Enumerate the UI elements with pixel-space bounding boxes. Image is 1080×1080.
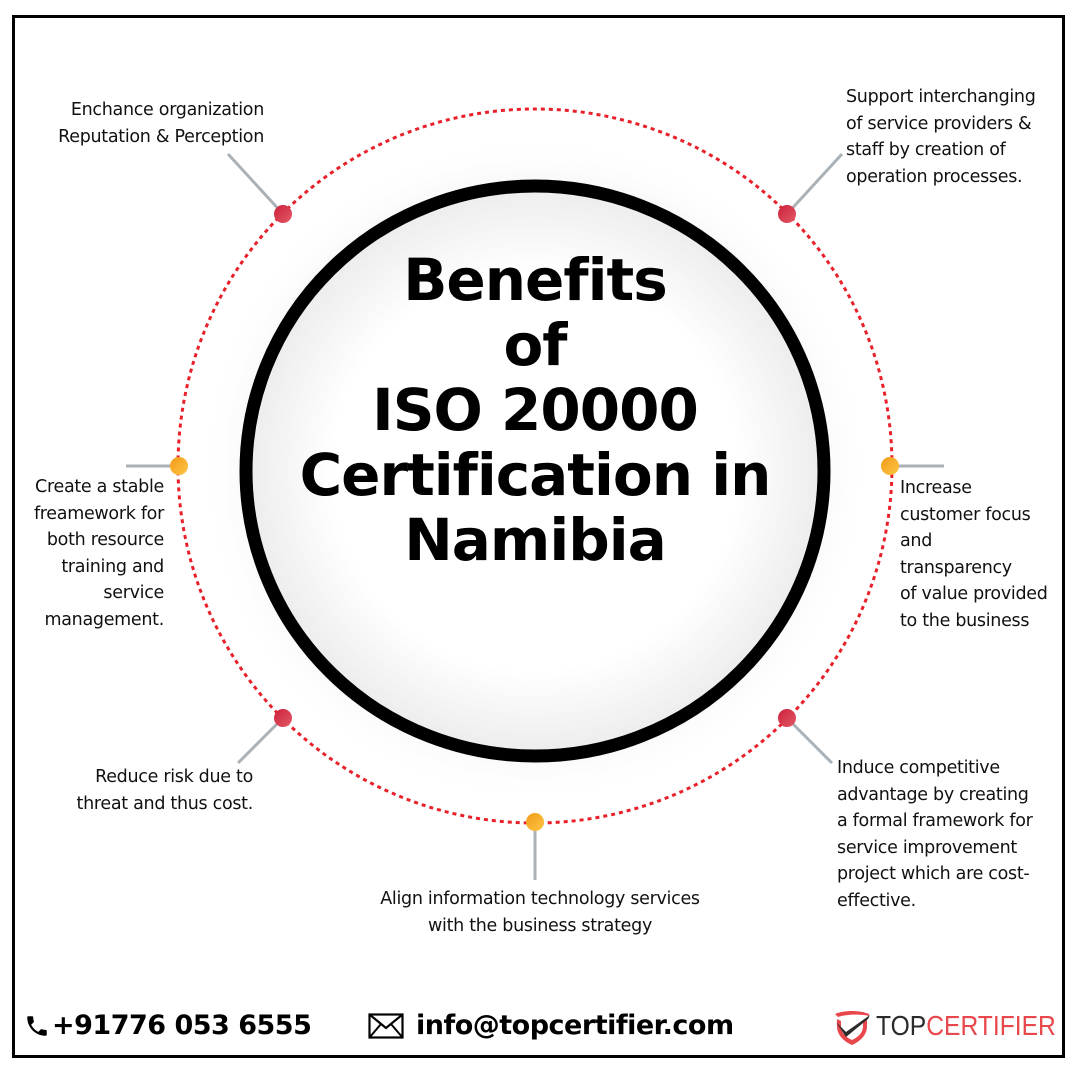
outer-frame xyxy=(12,15,1065,1058)
email-address: info@topcertifier.com xyxy=(416,1010,734,1041)
benefit-text-line: training and xyxy=(61,556,164,577)
benefit-left: Create a stable freamework for both reso… xyxy=(34,474,164,633)
title-line: of xyxy=(503,310,567,379)
title-line: Certification in xyxy=(299,440,772,509)
benefit-bottom-right: Induce competitive advantage by creating… xyxy=(837,755,1033,914)
connector-top-right xyxy=(785,152,844,216)
dot-right-icon xyxy=(881,457,899,475)
benefit-text-line: transparency xyxy=(900,557,1012,578)
page-title: Benefits of ISO 20000 Certification in N… xyxy=(285,248,785,573)
benefit-text-line: freamework for xyxy=(33,503,164,524)
benefit-text-line: Create a stable xyxy=(35,477,164,497)
title-ring xyxy=(239,179,831,763)
connectors xyxy=(126,152,944,880)
dot-left-icon xyxy=(170,457,188,475)
benefit-text-line: of service providers & xyxy=(846,113,1032,134)
dot-top-right-icon xyxy=(778,205,796,223)
benefit-text-line: effective. xyxy=(837,890,916,911)
phone-icon xyxy=(27,1015,47,1036)
benefit-text-line: Align information technology services xyxy=(380,889,700,909)
benefit-text-line: a formal framework for xyxy=(837,811,1033,831)
connector-bottom-right xyxy=(785,716,834,765)
shield-check-icon xyxy=(835,1011,870,1045)
footer-email[interactable]: info@topcertifier.com xyxy=(368,1010,734,1041)
logo-wordmark: TOPCERTIFIER xyxy=(876,1010,1056,1042)
connector-top-left xyxy=(226,152,285,216)
benefit-text-line: Reduce risk due to xyxy=(95,767,253,787)
connector-bottom-left xyxy=(236,716,285,765)
title-line: ISO 20000 xyxy=(372,375,699,444)
benefit-text-line: Reputation & Perception xyxy=(58,126,264,147)
benefit-top-left: Enchance organization Reputation & Perce… xyxy=(58,97,264,150)
benefit-text-line: to the business xyxy=(900,610,1030,631)
dot-bottom-left-icon xyxy=(274,709,292,727)
envelope-icon xyxy=(368,1012,404,1039)
benefit-text-line: Support interchanging xyxy=(846,87,1036,107)
benefit-text-line: threat and thus cost. xyxy=(76,793,254,814)
benefit-text-line: Increase xyxy=(900,478,972,498)
benefit-text-line: service improvement xyxy=(837,837,1017,858)
title-line: Benefits xyxy=(403,246,668,314)
footer-phone[interactable]: +91776 053 6555 xyxy=(24,1010,312,1041)
benefit-text-line: staff by creation of xyxy=(846,140,1006,160)
benefit-text-line: both resource xyxy=(46,530,164,550)
benefit-text-line: of value provided xyxy=(900,584,1048,604)
logo-text-certifier: CERTIFIER xyxy=(926,1010,1056,1041)
benefit-text-line: customer focus xyxy=(900,504,1031,525)
benefit-text-line: project which are cost- xyxy=(837,864,1030,884)
benefit-text-line: with the business strategy xyxy=(428,915,652,936)
title-line: Namibia xyxy=(404,505,667,574)
topcertifier-logo[interactable]: TOPCERTIFIER xyxy=(832,1006,1080,1046)
benefit-right: Increase customer focus and transparency… xyxy=(900,475,1048,634)
benefit-text-line: management. xyxy=(44,609,165,630)
benefit-text-line: Enchance organization xyxy=(70,100,264,120)
benefit-text-line: service xyxy=(103,583,164,603)
benefit-bottom-left: Reduce risk due to threat and thus cost. xyxy=(76,764,254,817)
dot-top-left-icon xyxy=(274,205,292,223)
benefit-text-line: advantage by creating xyxy=(837,784,1029,805)
benefit-text-line: Induce competitive xyxy=(837,758,1000,778)
dot-bottom-icon xyxy=(526,813,544,831)
benefit-text-line: and xyxy=(900,531,933,551)
benefit-text-line: operation processes. xyxy=(846,166,1023,187)
benefit-bottom: Align information technology services wi… xyxy=(290,886,790,939)
phone-number: +91776 053 6555 xyxy=(52,1010,312,1041)
dot-bottom-right-icon xyxy=(778,709,796,727)
logo-text-top: TOP xyxy=(876,1010,927,1041)
benefit-top-right: Support interchanging of service provide… xyxy=(846,84,1036,190)
